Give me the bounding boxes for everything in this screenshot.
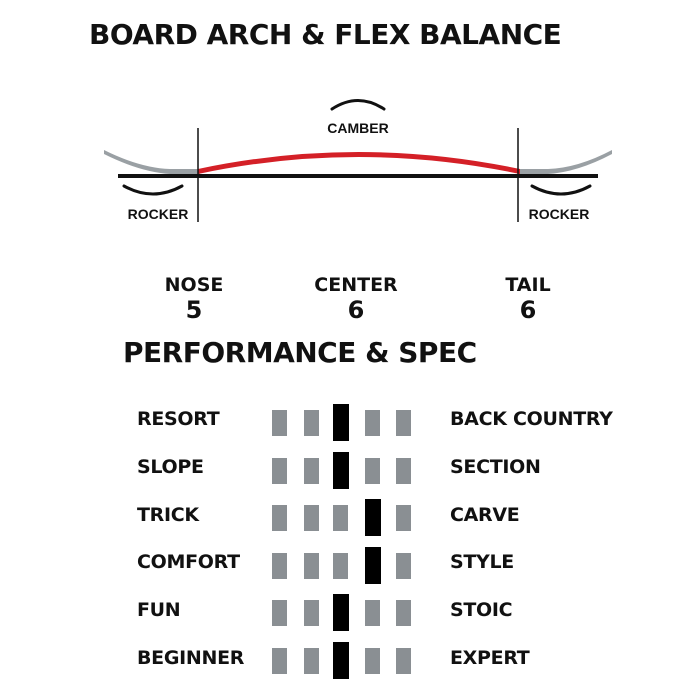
flex-center-label: CENTER	[314, 274, 398, 296]
board-arch-title: BOARD ARCH & FLEX BALANCE	[89, 18, 562, 51]
rocker-right-arc-icon	[530, 184, 592, 196]
scale-segment	[304, 505, 319, 531]
scale-segment	[304, 648, 319, 674]
flex-center-value: 6	[347, 296, 365, 324]
scale-marker-active	[333, 452, 349, 489]
scale-segment	[272, 600, 287, 626]
spec-left-label: RESORT	[137, 408, 220, 430]
spec-right-label: BACK COUNTRY	[450, 408, 613, 430]
spec-left-label: TRICK	[137, 504, 199, 526]
scale-segment	[272, 410, 287, 436]
scale-segment	[272, 553, 287, 579]
flex-nose-value: 5	[185, 296, 203, 324]
flex-tail-label: TAIL	[505, 274, 551, 296]
rocker-left-label: ROCKER	[128, 206, 189, 222]
flex-nose: NOSE 5	[124, 274, 264, 324]
spec-right-label: CARVE	[450, 504, 520, 526]
spec-right-label: SECTION	[450, 456, 541, 478]
spec-right-label: EXPERT	[450, 647, 530, 669]
scale-segment	[272, 505, 287, 531]
flex-nose-label: NOSE	[164, 274, 224, 296]
spec-right-label: STOIC	[450, 599, 513, 621]
scale-segment	[396, 458, 411, 484]
scale-segment	[272, 458, 287, 484]
spec-left-label: COMFORT	[137, 551, 240, 573]
scale-segment	[333, 505, 348, 531]
performance-spec-title: PERFORMANCE & SPEC	[123, 336, 477, 369]
spec-left-label: BEGINNER	[137, 647, 245, 669]
spec-slider	[272, 497, 412, 537]
scale-segment	[396, 600, 411, 626]
scale-segment	[365, 648, 380, 674]
camber-shape	[198, 152, 520, 174]
rocker-tail-shape	[518, 150, 612, 174]
spec-slider	[272, 402, 412, 442]
scale-segment	[272, 648, 287, 674]
scale-segment	[365, 600, 380, 626]
spec-slider	[272, 545, 412, 585]
board-profile-diagram: CAMBER ROCKER ROCKER	[104, 99, 612, 222]
flex-center: CENTER 6	[286, 274, 426, 324]
spec-slider	[272, 592, 412, 632]
flex-tail: TAIL 6	[458, 274, 598, 324]
spec-slider	[272, 640, 412, 680]
camber-label: CAMBER	[327, 120, 388, 136]
scale-segment	[365, 458, 380, 484]
rocker-nose-shape	[104, 150, 200, 174]
scale-segment	[304, 458, 319, 484]
scale-segment	[333, 553, 348, 579]
scale-segment	[304, 600, 319, 626]
scale-marker-active	[333, 594, 349, 631]
scale-segment	[365, 410, 380, 436]
rocker-left-arc-icon	[122, 184, 184, 196]
scale-segment	[304, 410, 319, 436]
spec-slider	[272, 450, 412, 490]
scale-segment	[396, 505, 411, 531]
scale-segment	[396, 648, 411, 674]
scale-marker-active	[333, 642, 349, 679]
spec-left-label: FUN	[137, 599, 181, 621]
scale-marker-active	[365, 547, 381, 584]
rocker-right-label: ROCKER	[529, 206, 590, 222]
scale-marker-active	[333, 404, 349, 441]
scale-marker-active	[365, 499, 381, 536]
flex-tail-value: 6	[519, 296, 537, 324]
scale-segment	[304, 553, 319, 579]
scale-segment	[396, 553, 411, 579]
spec-left-label: SLOPE	[137, 456, 204, 478]
spec-right-label: STYLE	[450, 551, 514, 573]
camber-arc-icon	[330, 99, 386, 111]
scale-segment	[396, 410, 411, 436]
